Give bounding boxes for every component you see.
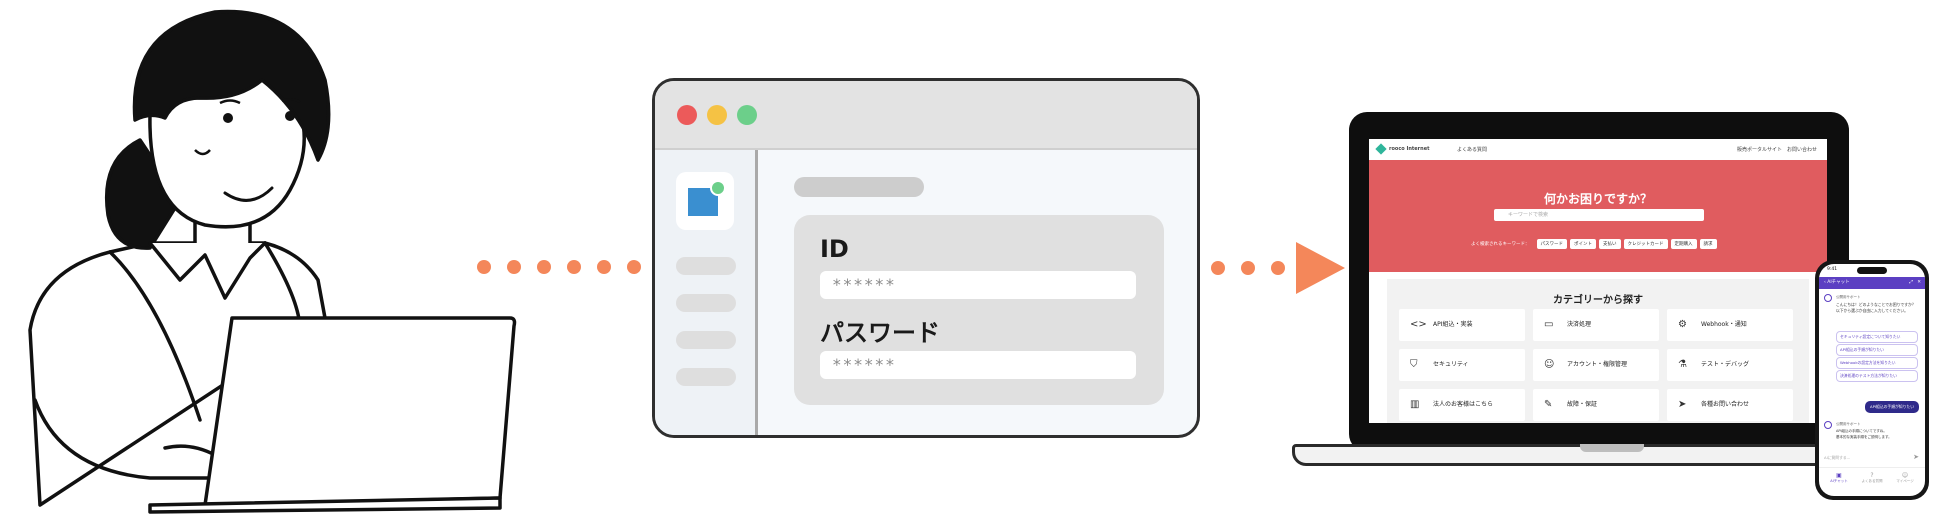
category-repair[interactable]: ✎故障・保証: [1533, 389, 1659, 421]
wrench-icon: ✎: [1544, 399, 1553, 410]
close-icon[interactable]: ✕: [1917, 280, 1921, 285]
hero-title: 何かお困りですか？: [1543, 192, 1652, 206]
password-label: パスワード: [820, 319, 940, 347]
chat-input[interactable]: AIに質問する...: [1824, 455, 1851, 460]
chat-header: ‹ AIチャット ⤢ ✕: [1819, 277, 1925, 289]
app-icon[interactable]: [676, 172, 734, 230]
category-payment[interactable]: ▭決済処理: [1533, 309, 1659, 341]
expand-icon[interactable]: ⤢: [1909, 280, 1913, 285]
login-form: ID ****** パスワード ******: [794, 215, 1164, 405]
maximize-dot[interactable]: [737, 105, 757, 125]
nav-contact[interactable]: お問い合わせ: [1787, 147, 1818, 153]
keyword-chip[interactable]: 定期購入: [1670, 239, 1697, 249]
chat-tab-bar: ▣AIチャット ?よくある質問 ☺マイページ: [1819, 467, 1925, 496]
category-account[interactable]: ☺アカウント・権限管理: [1533, 349, 1659, 381]
flow-arrow-right: [1211, 242, 1345, 294]
suggestion-chip[interactable]: API組込の手順が知りたい: [1836, 344, 1918, 356]
category-webhook[interactable]: ⚙Webhook・通知: [1667, 309, 1793, 341]
category-contact[interactable]: ➤各種お問い合わせ: [1667, 389, 1793, 421]
browser-window: ID ****** パスワード ******: [652, 78, 1200, 438]
chat-screen: 9:41 ‹ AIチャット ⤢ ✕ 公開用サポート こんにちは！どのようなことで…: [1819, 264, 1925, 496]
id-field[interactable]: ******: [820, 271, 1136, 299]
content-placeholder-bar: [794, 177, 924, 197]
flow-dots-left: [477, 260, 641, 274]
category-api[interactable]: <>API組込・実装: [1399, 309, 1525, 341]
password-field[interactable]: ******: [820, 351, 1136, 379]
header-link-faq[interactable]: よくある質問: [1457, 147, 1488, 153]
category-title: カテゴリーから探す: [1553, 295, 1643, 306]
phone-time: 9:41: [1827, 267, 1838, 272]
user-icon: ☺: [1901, 472, 1909, 479]
hero-section: 何かお困りですか？ キーワードで検索 よく検索されるキーワード： パスワード ポ…: [1369, 160, 1827, 272]
bot-reply: API組込の手順についてですね。: [1836, 429, 1887, 433]
bot-avatar: [1824, 294, 1832, 302]
help-site-screen: rooco Internet よくある質問 販売ポータルサイト お問い合わせ 何…: [1369, 139, 1827, 423]
keyword-chip[interactable]: 請求: [1699, 239, 1717, 249]
building-icon: ▥: [1410, 399, 1420, 410]
keyword-chip[interactable]: ポイント: [1570, 239, 1596, 249]
sidebar-item[interactable]: [676, 257, 736, 275]
bot-name: 公開用サポート: [1836, 295, 1861, 299]
users-icon: ☺: [1544, 359, 1555, 370]
flask-icon: ⚗: [1678, 359, 1687, 370]
send-icon[interactable]: ➤: [1913, 453, 1919, 461]
logo-icon: [1375, 143, 1387, 155]
site-logo[interactable]: rooco Internet: [1389, 146, 1430, 152]
category-security[interactable]: ⛉セキュリティ: [1399, 349, 1525, 381]
search-input[interactable]: キーワードで検索: [1494, 209, 1704, 221]
keyword-chip[interactable]: 支払い: [1599, 239, 1621, 249]
minimize-dot[interactable]: [707, 105, 727, 125]
suggestion-chip[interactable]: 決済処理のテスト方法が知りたい: [1836, 370, 1918, 382]
window-title-bar: [655, 81, 1197, 150]
id-label: ID: [820, 235, 849, 263]
webhook-icon: ⚙: [1678, 319, 1687, 330]
sidebar-item[interactable]: [676, 368, 736, 386]
question-icon: ?: [1870, 472, 1874, 479]
suggestion-chip[interactable]: セキュリティ設定について知りたい: [1836, 331, 1918, 343]
tab-ai-chat[interactable]: ▣AIチャット: [1823, 472, 1855, 484]
bot-reply: 基本的な実装手順をご説明します。: [1836, 435, 1892, 439]
laptop-notch: [1580, 444, 1644, 452]
category-corporate[interactable]: ▥法人のお客様はこちら: [1399, 389, 1525, 421]
close-dot[interactable]: [677, 105, 697, 125]
category-testing[interactable]: ⚗テスト・デバッグ: [1667, 349, 1793, 381]
keyword-chip[interactable]: クレジットカード: [1623, 239, 1668, 249]
chat-icon: ▣: [1836, 472, 1842, 479]
keywords-label: よく検索されるキーワード：: [1471, 242, 1530, 247]
card-icon: ▭: [1544, 319, 1554, 330]
chat-header-title: AIチャット: [1827, 280, 1850, 285]
tab-mypage[interactable]: ☺マイページ: [1889, 472, 1921, 484]
sidebar-item[interactable]: [676, 331, 736, 349]
shield-icon: ⛉: [1410, 359, 1418, 370]
code-icon: <>: [1410, 319, 1427, 330]
bot-name: 公開用サポート: [1836, 422, 1861, 426]
back-icon[interactable]: ‹: [1824, 280, 1828, 285]
keyword-chip[interactable]: パスワード: [1536, 239, 1567, 249]
site-header: rooco Internet よくある質問 販売ポータルサイト お問い合わせ: [1369, 139, 1827, 160]
user-message: API組込の手順が知りたい: [1865, 401, 1919, 413]
tab-faq[interactable]: ?よくある質問: [1856, 472, 1888, 484]
sidebar: [655, 150, 758, 435]
nav-portal[interactable]: 販売ポータルサイト: [1737, 147, 1783, 153]
send-icon: ➤: [1678, 399, 1687, 410]
dynamic-island: [1857, 267, 1887, 274]
suggestion-chip[interactable]: Webhookの設定方法を知りたい: [1836, 357, 1918, 369]
person-illustration: [28, 9, 517, 514]
sidebar-item[interactable]: [676, 294, 736, 312]
keyword-row: よく検索されるキーワード： パスワード ポイント 支払い クレジットカード 定期…: [1471, 238, 1717, 250]
greeting-text: こんにちは！どのようなことでお困りですか？以下から選ぶか自由に入力してください。: [1836, 302, 1916, 313]
bot-avatar: [1824, 421, 1832, 429]
